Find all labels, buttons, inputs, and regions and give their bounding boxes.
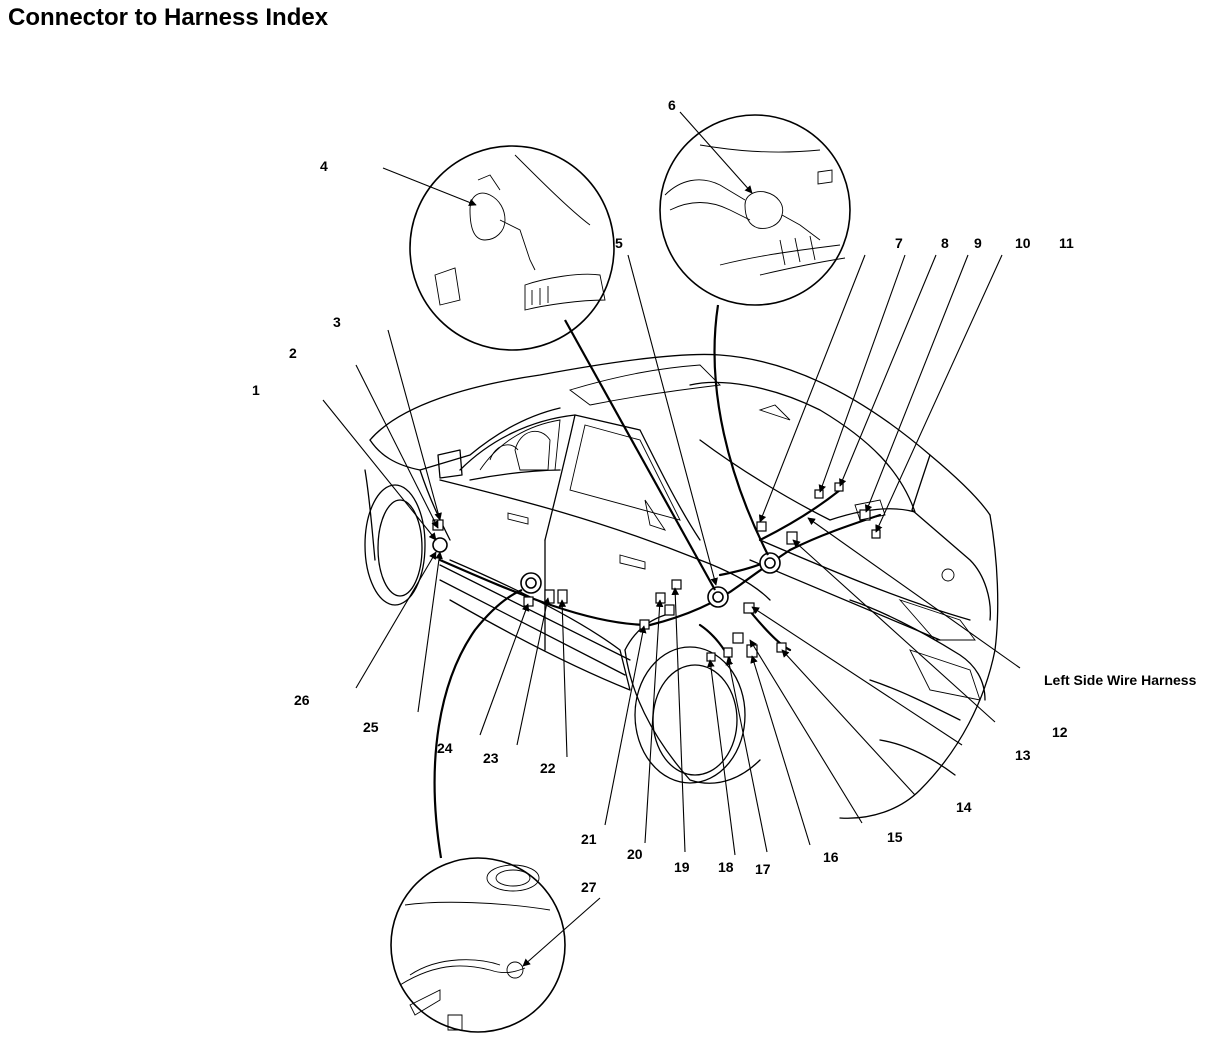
connector-symbols — [432, 482, 886, 662]
detail-callout-lines — [433, 304, 769, 859]
detail-view-6 — [659, 114, 851, 306]
callout-27: 27 — [581, 879, 597, 895]
callout-11: 11 — [1059, 235, 1074, 251]
callout-19: 19 — [674, 859, 690, 875]
callout-15: 15 — [887, 829, 903, 845]
callout-23: 23 — [483, 750, 499, 766]
detail-view-4 — [409, 145, 615, 351]
callout-5: 5 — [615, 235, 623, 251]
left-side-wire-harness — [438, 488, 882, 662]
callout-6: 6 — [668, 97, 676, 113]
callout-13: 13 — [1015, 747, 1031, 763]
callout-20: 20 — [627, 846, 643, 862]
callout-12: 12 — [1052, 724, 1068, 740]
callout-10: 10 — [1015, 235, 1031, 251]
leader-lines — [322, 111, 1021, 967]
callout-3: 3 — [333, 314, 341, 330]
callout-2: 2 — [289, 345, 297, 361]
callout-8: 8 — [941, 235, 949, 251]
callout-4: 4 — [320, 158, 328, 174]
detail-view-27 — [390, 857, 566, 1033]
callout-14: 14 — [956, 799, 972, 815]
callout-16: 16 — [823, 849, 839, 865]
callout-17: 17 — [755, 861, 771, 877]
harness-label: Left Side Wire Harness — [1044, 672, 1197, 688]
callout-7: 7 — [895, 235, 903, 251]
callout-18: 18 — [718, 859, 734, 875]
callout-numbers: 1 2 3 4 5 6 7 8 9 10 11 12 13 14 15 16 1… — [252, 97, 1197, 895]
callout-26: 26 — [294, 692, 310, 708]
callout-25: 25 — [363, 719, 379, 735]
callout-24: 24 — [437, 740, 453, 756]
callout-1: 1 — [252, 382, 260, 398]
callout-22: 22 — [540, 760, 556, 776]
page-title: Connector to Harness Index — [8, 4, 329, 31]
callout-21: 21 — [581, 831, 597, 847]
callout-9: 9 — [974, 235, 982, 251]
